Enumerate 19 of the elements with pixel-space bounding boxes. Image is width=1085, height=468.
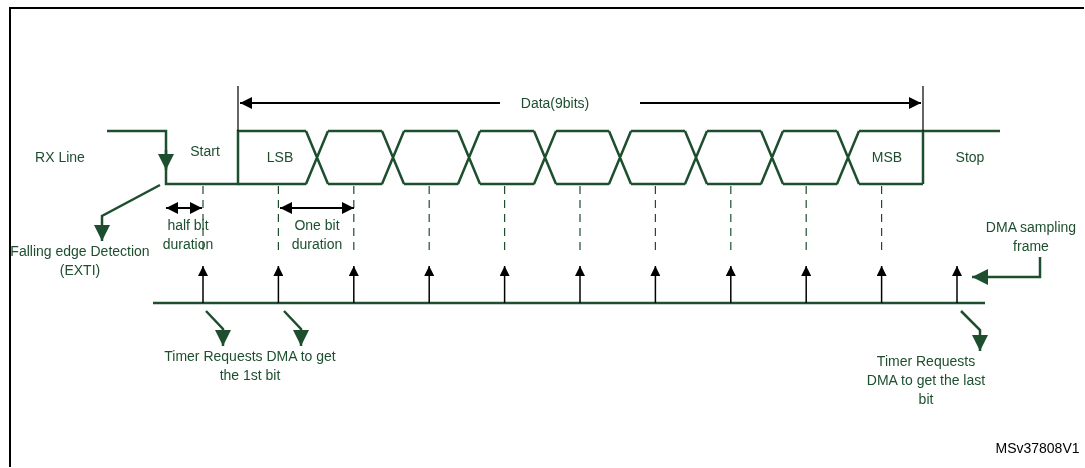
leader-arrow — [283, 310, 309, 346]
callout-text: DMA sampling frame — [985, 218, 1077, 256]
leader-arrow — [94, 183, 161, 241]
dimension-label: half bit duration — [161, 216, 215, 254]
callout-text: Timer Requests DMA to get the last bit — [866, 352, 986, 409]
bit-label: Start — [189, 142, 221, 161]
leader-arrow — [972, 257, 1042, 285]
bit-label: MSB — [870, 148, 904, 167]
rx-waveform — [107, 129, 1002, 186]
signal-label: RX Line — [34, 148, 86, 167]
bit-label: LSB — [265, 148, 295, 167]
callout-text: Falling edge Detection (EXTI) — [5, 242, 155, 280]
leader-arrow — [960, 310, 988, 351]
figure-id: MSv37808V1 — [994, 439, 1081, 458]
dimension-label: Data(9bits) — [519, 94, 591, 113]
bit-label: Stop — [954, 148, 986, 167]
leader-arrow — [205, 310, 231, 346]
callout-text: Timer Requests DMA to get the 1st bit — [160, 347, 340, 385]
dimension-label: One bit duration — [290, 216, 344, 254]
